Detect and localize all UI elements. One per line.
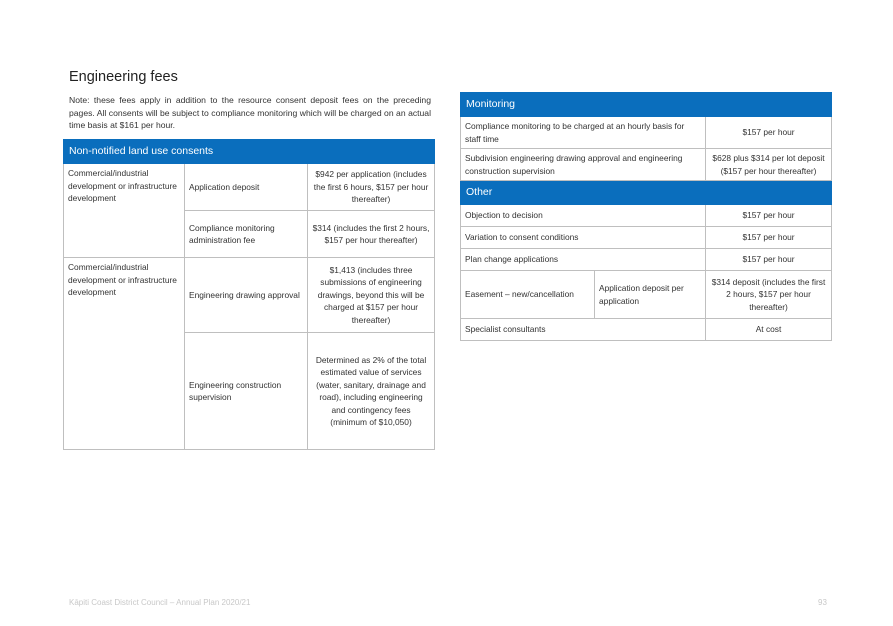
item-cell: Plan change applications bbox=[460, 248, 706, 271]
category-cell: Easement – new/cancellation bbox=[460, 270, 595, 319]
table-row: Engineering construction supervision Det… bbox=[64, 332, 436, 450]
non-notified-fees-table: Non-notified land use consents Commercia… bbox=[62, 139, 436, 450]
item-cell: Application deposit per application bbox=[594, 270, 706, 319]
table-row: Objection to decision $157 per hour bbox=[460, 204, 833, 227]
fee-cell: Determined as 2% of the total estimated … bbox=[306, 332, 436, 450]
fee-cell: $1,413 (includes three submissions of en… bbox=[306, 257, 436, 333]
monitoring-other-fees-table: Monitoring Compliance monitoring to be c… bbox=[459, 92, 833, 341]
item-cell: Engineering construction supervision bbox=[184, 332, 308, 450]
fee-cell: At cost bbox=[704, 318, 833, 341]
item-cell: Compliance monitoring administration fee bbox=[184, 210, 308, 258]
item-cell: Objection to decision bbox=[460, 204, 706, 227]
table-row: Compliance monitoring administration fee… bbox=[64, 210, 436, 258]
table-row: Commercial/industrial development or inf… bbox=[63, 257, 436, 450]
table-header-monitoring: Monitoring bbox=[459, 92, 833, 117]
fee-cell: $628 plus $314 per lot deposit ($157 per… bbox=[704, 148, 833, 181]
fee-cell: $942 per application (includes the first… bbox=[306, 163, 436, 211]
table-header-other: Other bbox=[459, 180, 833, 205]
fee-cell: $314 (includes the first 2 hours, $157 p… bbox=[306, 210, 436, 258]
table-row: Commercial/industrial development or inf… bbox=[63, 163, 436, 258]
item-cell: Engineering drawing approval bbox=[184, 257, 308, 333]
fee-cell: $157 per hour bbox=[704, 226, 833, 249]
item-cell: Specialist consultants bbox=[460, 318, 706, 341]
table-header-non-notified: Non-notified land use consents bbox=[62, 139, 436, 164]
fee-cell: $157 per hour bbox=[704, 116, 833, 149]
table-row: Compliance monitoring to be charged at a… bbox=[460, 116, 833, 149]
category-cell: Commercial/industrial development or inf… bbox=[63, 163, 185, 258]
fee-cell: $157 per hour bbox=[704, 204, 833, 227]
table-row: Plan change applications $157 per hour bbox=[460, 248, 833, 271]
footer-text: Kāpiti Coast District Council – Annual P… bbox=[69, 598, 251, 607]
item-cell: Variation to consent conditions bbox=[460, 226, 706, 249]
fee-cell: $157 per hour bbox=[704, 248, 833, 271]
intro-note: Note: these fees apply in addition to th… bbox=[69, 95, 431, 130]
table-row: Specialist consultants At cost bbox=[460, 318, 833, 341]
table-row: Variation to consent conditions $157 per… bbox=[460, 226, 833, 249]
category-cell: Commercial/industrial development or inf… bbox=[63, 257, 185, 450]
page-number: 93 bbox=[818, 598, 827, 607]
table-row: Easement – new/cancellation Application … bbox=[460, 270, 833, 319]
item-cell: Application deposit bbox=[184, 163, 308, 211]
table-row: Subdivision engineering drawing approval… bbox=[460, 148, 833, 181]
page-title: Engineering fees bbox=[69, 69, 178, 85]
item-cell: Compliance monitoring to be charged at a… bbox=[460, 116, 706, 149]
fee-cell: $314 deposit (includes the first 2 hours… bbox=[704, 270, 833, 319]
item-cell: Subdivision engineering drawing approval… bbox=[460, 148, 706, 181]
